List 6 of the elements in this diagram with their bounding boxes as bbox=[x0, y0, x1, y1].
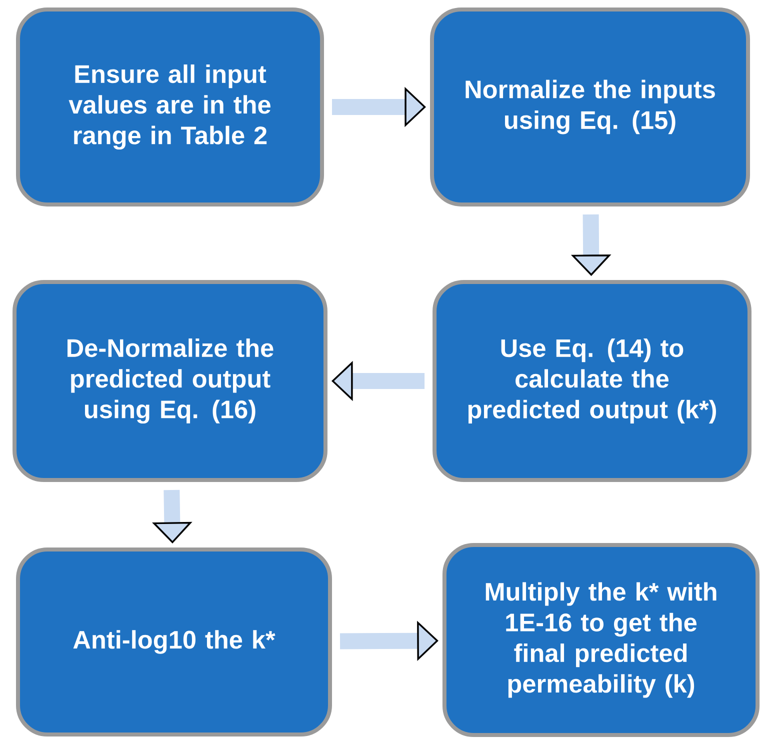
process-box: Multiply the k* with 1E-16 to get the final predicted permeability (k) bbox=[442, 543, 760, 737]
process-box: Ensure all input values are in the range in Table 2 bbox=[16, 8, 324, 206]
process-box: Normalize the inputs using Eq. (15) bbox=[430, 8, 750, 206]
process-box: Use Eq. (14) to calculate the predicted output (k*) bbox=[432, 280, 752, 482]
process-box: Anti-log10 the k* bbox=[16, 547, 332, 737]
process-box: De-Normalize the predicted output using Eq. (16) bbox=[12, 280, 328, 482]
